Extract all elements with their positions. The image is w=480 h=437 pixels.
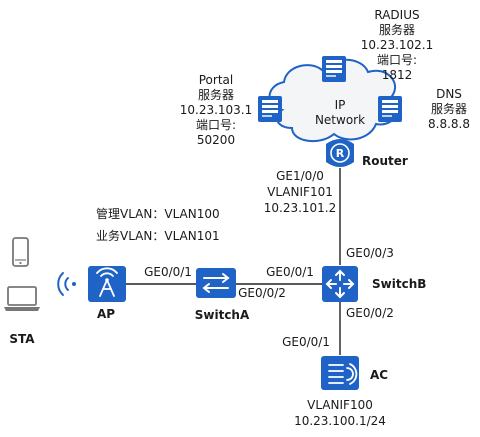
portal-port-label: 端口号: — [196, 118, 236, 132]
ap — [88, 266, 126, 302]
router-icon: R — [326, 139, 354, 167]
switchb-port-left: GE0/0/1 — [266, 265, 314, 279]
laptop-icon — [4, 286, 40, 311]
portal-labels: Portal 服务器 10.23.103.1 端口号: 50200 — [180, 73, 253, 147]
router: R — [326, 139, 354, 167]
portal-server — [258, 96, 282, 122]
switcha-label: SwitchA — [195, 308, 250, 322]
vlan-notes: 管理VLAN：VLAN100 业务VLAN：VLAN101 — [96, 206, 220, 243]
service-vlan-note: 业务VLAN：VLAN101 — [96, 228, 220, 243]
portal-type: 服务器 — [198, 87, 234, 102]
phone-icon — [12, 237, 29, 267]
switcha — [196, 268, 236, 298]
ap-label: AP — [97, 307, 115, 321]
switcha-port-left: GE0/0/1 — [144, 265, 192, 279]
router-label: Router — [362, 154, 408, 168]
radius-labels: RADIUS 服务器 10.23.102.1 端口号: 1812 — [361, 8, 434, 82]
dns-server — [378, 96, 402, 122]
mgmt-vlan-note: 管理VLAN：VLAN100 — [96, 206, 220, 221]
ac-port: GE0/0/1 — [282, 335, 330, 349]
service-vlan-label: 业务VLAN： — [96, 228, 164, 243]
switchb-label: SwitchB — [372, 277, 426, 291]
access-controller-icon — [321, 356, 359, 390]
router-vlanif: VLANIF101 — [267, 185, 333, 199]
phone — [12, 237, 29, 267]
switchb — [322, 266, 358, 302]
dns-type: 服务器 — [431, 101, 467, 116]
radius-type: 服务器 — [379, 22, 415, 37]
sta-label: STA — [9, 332, 35, 346]
portal-ip: 10.23.103.1 — [180, 103, 253, 117]
dns-ip: 8.8.8.8 — [428, 117, 470, 131]
ip-network-cloud: IP Network — [268, 58, 400, 143]
cloud-label-ip: IP — [335, 98, 346, 112]
cloud-shape — [268, 58, 400, 143]
portal-port: 50200 — [197, 133, 235, 147]
laptop — [4, 286, 40, 311]
ac-ip: 10.23.100.1/24 — [294, 414, 386, 428]
switcha-port-right: GE0/0/2 — [238, 286, 286, 300]
ac — [321, 356, 359, 390]
dns-title: DNS — [436, 87, 462, 101]
switchb-port-up: GE0/0/3 — [346, 246, 394, 260]
svg-text:R: R — [336, 147, 345, 160]
dns-labels: DNS 服务器 8.8.8.8 — [428, 87, 470, 131]
radius-title: RADIUS — [374, 8, 419, 22]
ac-vlanif: VLANIF100 — [307, 398, 373, 412]
radius-port: 1812 — [382, 68, 413, 82]
server-icon — [322, 56, 346, 82]
router-port: GE1/0/0 — [276, 169, 324, 183]
service-vlan-value: VLAN101 — [164, 229, 219, 243]
server-icon — [258, 96, 282, 122]
portal-title: Portal — [199, 73, 233, 87]
mgmt-vlan-value: VLAN100 — [164, 207, 219, 221]
ac-label: AC — [370, 368, 388, 382]
mgmt-vlan-label: 管理VLAN： — [96, 206, 164, 221]
core-switch-icon — [322, 266, 358, 302]
radius-port-label: 端口号: — [377, 53, 417, 67]
server-icon — [378, 96, 402, 122]
radius-server — [322, 56, 346, 82]
cloud-label-network: Network — [315, 113, 365, 127]
links — [126, 168, 341, 355]
access-point-icon — [88, 266, 126, 302]
wireless-signal-icon — [57, 272, 76, 296]
switch-icon — [196, 268, 236, 298]
router-ip: 10.23.101.2 — [264, 201, 337, 215]
radius-ip: 10.23.102.1 — [361, 38, 434, 52]
switchb-port-down: GE0/0/2 — [346, 306, 394, 320]
